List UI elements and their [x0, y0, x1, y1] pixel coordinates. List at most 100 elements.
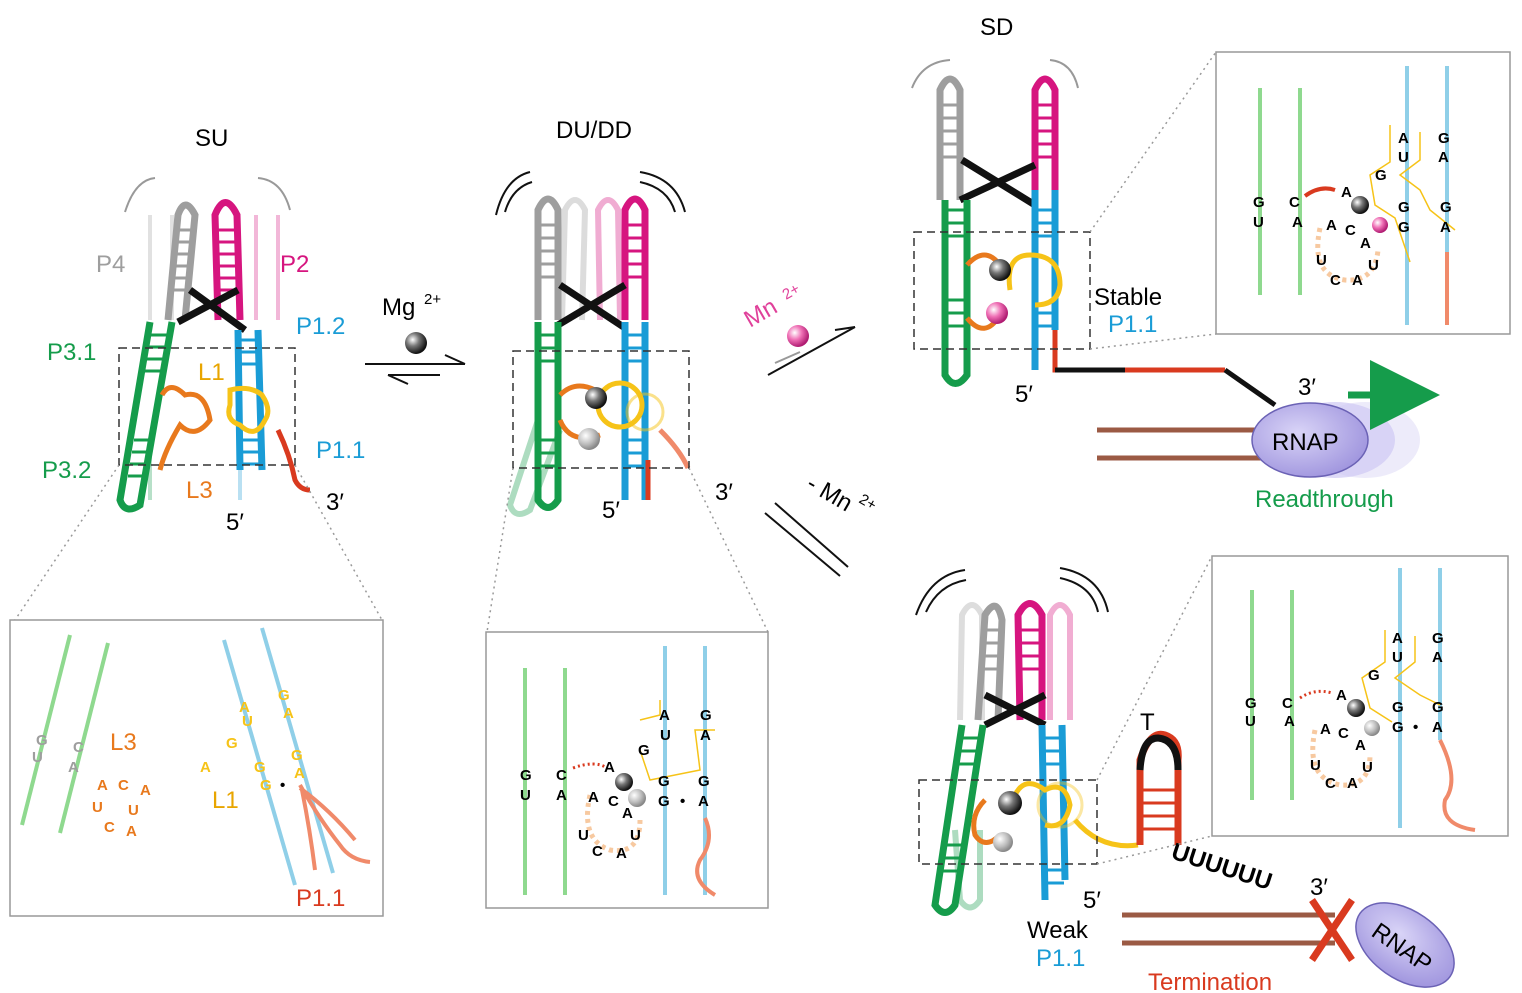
label-p11: P1.1 — [316, 437, 365, 464]
svg-text:G: G — [1253, 194, 1265, 211]
svg-text:G: G — [1375, 167, 1387, 184]
svg-text:C: C — [1338, 725, 1349, 742]
svg-text:5′: 5′ — [602, 497, 620, 524]
minus-mn-label: - Mn — [802, 470, 857, 517]
stable-label: Stable — [1094, 284, 1162, 311]
svg-text:A: A — [283, 705, 294, 722]
p1-base-pairs — [238, 338, 262, 466]
svg-text:U: U — [1310, 757, 1321, 774]
svg-text:C: C — [608, 793, 619, 810]
svg-text:5′: 5′ — [1083, 887, 1101, 914]
label-3-prime: 3′ — [326, 489, 344, 516]
svg-text:G: G — [1432, 630, 1444, 647]
svg-text:C: C — [592, 843, 603, 860]
svg-text:U: U — [1362, 759, 1373, 776]
label-p12: P1.2 — [296, 313, 345, 340]
mg-ion-icon — [405, 332, 427, 354]
svg-text:A: A — [1320, 721, 1331, 738]
weak-label: Weak — [1027, 917, 1089, 944]
svg-text:A: A — [616, 845, 627, 862]
svg-text:G: G — [1440, 199, 1452, 216]
mn-ion-icon — [1372, 217, 1388, 233]
svg-text:A: A — [698, 793, 709, 810]
mg-ion-icon — [993, 832, 1013, 852]
svg-text:A: A — [1352, 272, 1363, 289]
mn-equilibrium: Mn 2+ — [740, 280, 856, 376]
svg-text:5′: 5′ — [1015, 381, 1033, 408]
svg-text:A: A — [1341, 184, 1352, 201]
svg-text:C: C — [1325, 775, 1336, 792]
sd-inset: G C U A A A C A U U C A A G U A G G G G … — [1215, 51, 1511, 335]
svg-text:A: A — [126, 823, 137, 840]
svg-text:A: A — [200, 759, 211, 776]
svg-text:G: G — [638, 742, 650, 759]
svg-text:U: U — [1392, 649, 1403, 666]
svg-text:•: • — [280, 777, 285, 794]
svg-text:U: U — [242, 713, 253, 730]
svg-text:C: C — [1282, 695, 1293, 712]
svg-text:C: C — [73, 739, 84, 756]
svg-text:A: A — [1284, 713, 1295, 730]
svg-text:A: A — [1398, 130, 1409, 147]
svg-text:C: C — [556, 767, 567, 784]
mn-charge: 2+ — [780, 280, 804, 303]
svg-text:U: U — [578, 827, 589, 844]
mg-ion-icon — [1347, 699, 1365, 717]
svg-text:U: U — [660, 727, 671, 744]
weak-p11-label: P1.1 — [1036, 945, 1085, 972]
svg-text:3′: 3′ — [1298, 374, 1316, 401]
svg-text:A: A — [622, 805, 633, 822]
label-5-prime: 5′ — [226, 509, 244, 536]
svg-text:C: C — [118, 777, 129, 794]
p4-base-pairs — [171, 228, 192, 292]
svg-text:C: C — [1330, 272, 1341, 289]
motion-bracket — [124, 177, 156, 213]
mn-ion-icon — [787, 325, 809, 347]
mg-ion-icon — [998, 791, 1022, 815]
svg-text:U: U — [1245, 713, 1256, 730]
state-label-su: SU — [195, 125, 228, 152]
svg-text:G: G — [1392, 699, 1404, 716]
crossover-strand — [187, 287, 248, 333]
l3-loop — [157, 385, 213, 471]
svg-text:G: G — [260, 777, 272, 794]
p3-helix — [116, 321, 176, 513]
svg-text:U: U — [1253, 214, 1264, 231]
termination-label: Termination — [1148, 969, 1272, 993]
mg-ion-icon — [585, 387, 607, 409]
mg-ion-icon — [1351, 196, 1369, 214]
svg-text:A: A — [659, 707, 670, 724]
mg-ion-icon — [628, 789, 646, 807]
svg-text:A: A — [1326, 217, 1337, 234]
p2-hairpin — [211, 199, 244, 321]
label-p2: P2 — [280, 251, 309, 278]
state-label-sd: SD — [980, 14, 1013, 41]
svg-text:G: G — [1245, 695, 1257, 712]
svg-text:G: G — [698, 773, 710, 790]
label-p32: P3.2 — [42, 457, 91, 484]
svg-text:G: G — [226, 735, 238, 752]
stable-p11-label: P1.1 — [1108, 311, 1157, 338]
svg-text:•: • — [680, 793, 685, 810]
svg-text:G: G — [1368, 667, 1380, 684]
svg-text:G: G — [1432, 699, 1444, 716]
su-structure: SU — [42, 125, 365, 536]
rnap-label: RNAP — [1272, 429, 1339, 456]
svg-text:C: C — [104, 819, 115, 836]
svg-text:•: • — [1413, 719, 1418, 736]
svg-text:G: G — [1398, 199, 1410, 216]
svg-text:G: G — [658, 773, 670, 790]
svg-text:A: A — [588, 789, 599, 806]
p3-base-pairs — [128, 333, 170, 478]
svg-text:G: G — [520, 767, 532, 784]
zoom-line — [14, 464, 120, 621]
mg-ion-icon — [615, 773, 633, 791]
state-label-dudd: DU/DD — [556, 117, 632, 144]
3-prime-tail — [275, 428, 311, 493]
svg-text:G: G — [1438, 130, 1450, 147]
svg-text:U: U — [1368, 257, 1379, 274]
svg-text:A: A — [1438, 149, 1449, 166]
svg-text:G: G — [1398, 219, 1410, 236]
svg-text:A: A — [97, 777, 108, 794]
